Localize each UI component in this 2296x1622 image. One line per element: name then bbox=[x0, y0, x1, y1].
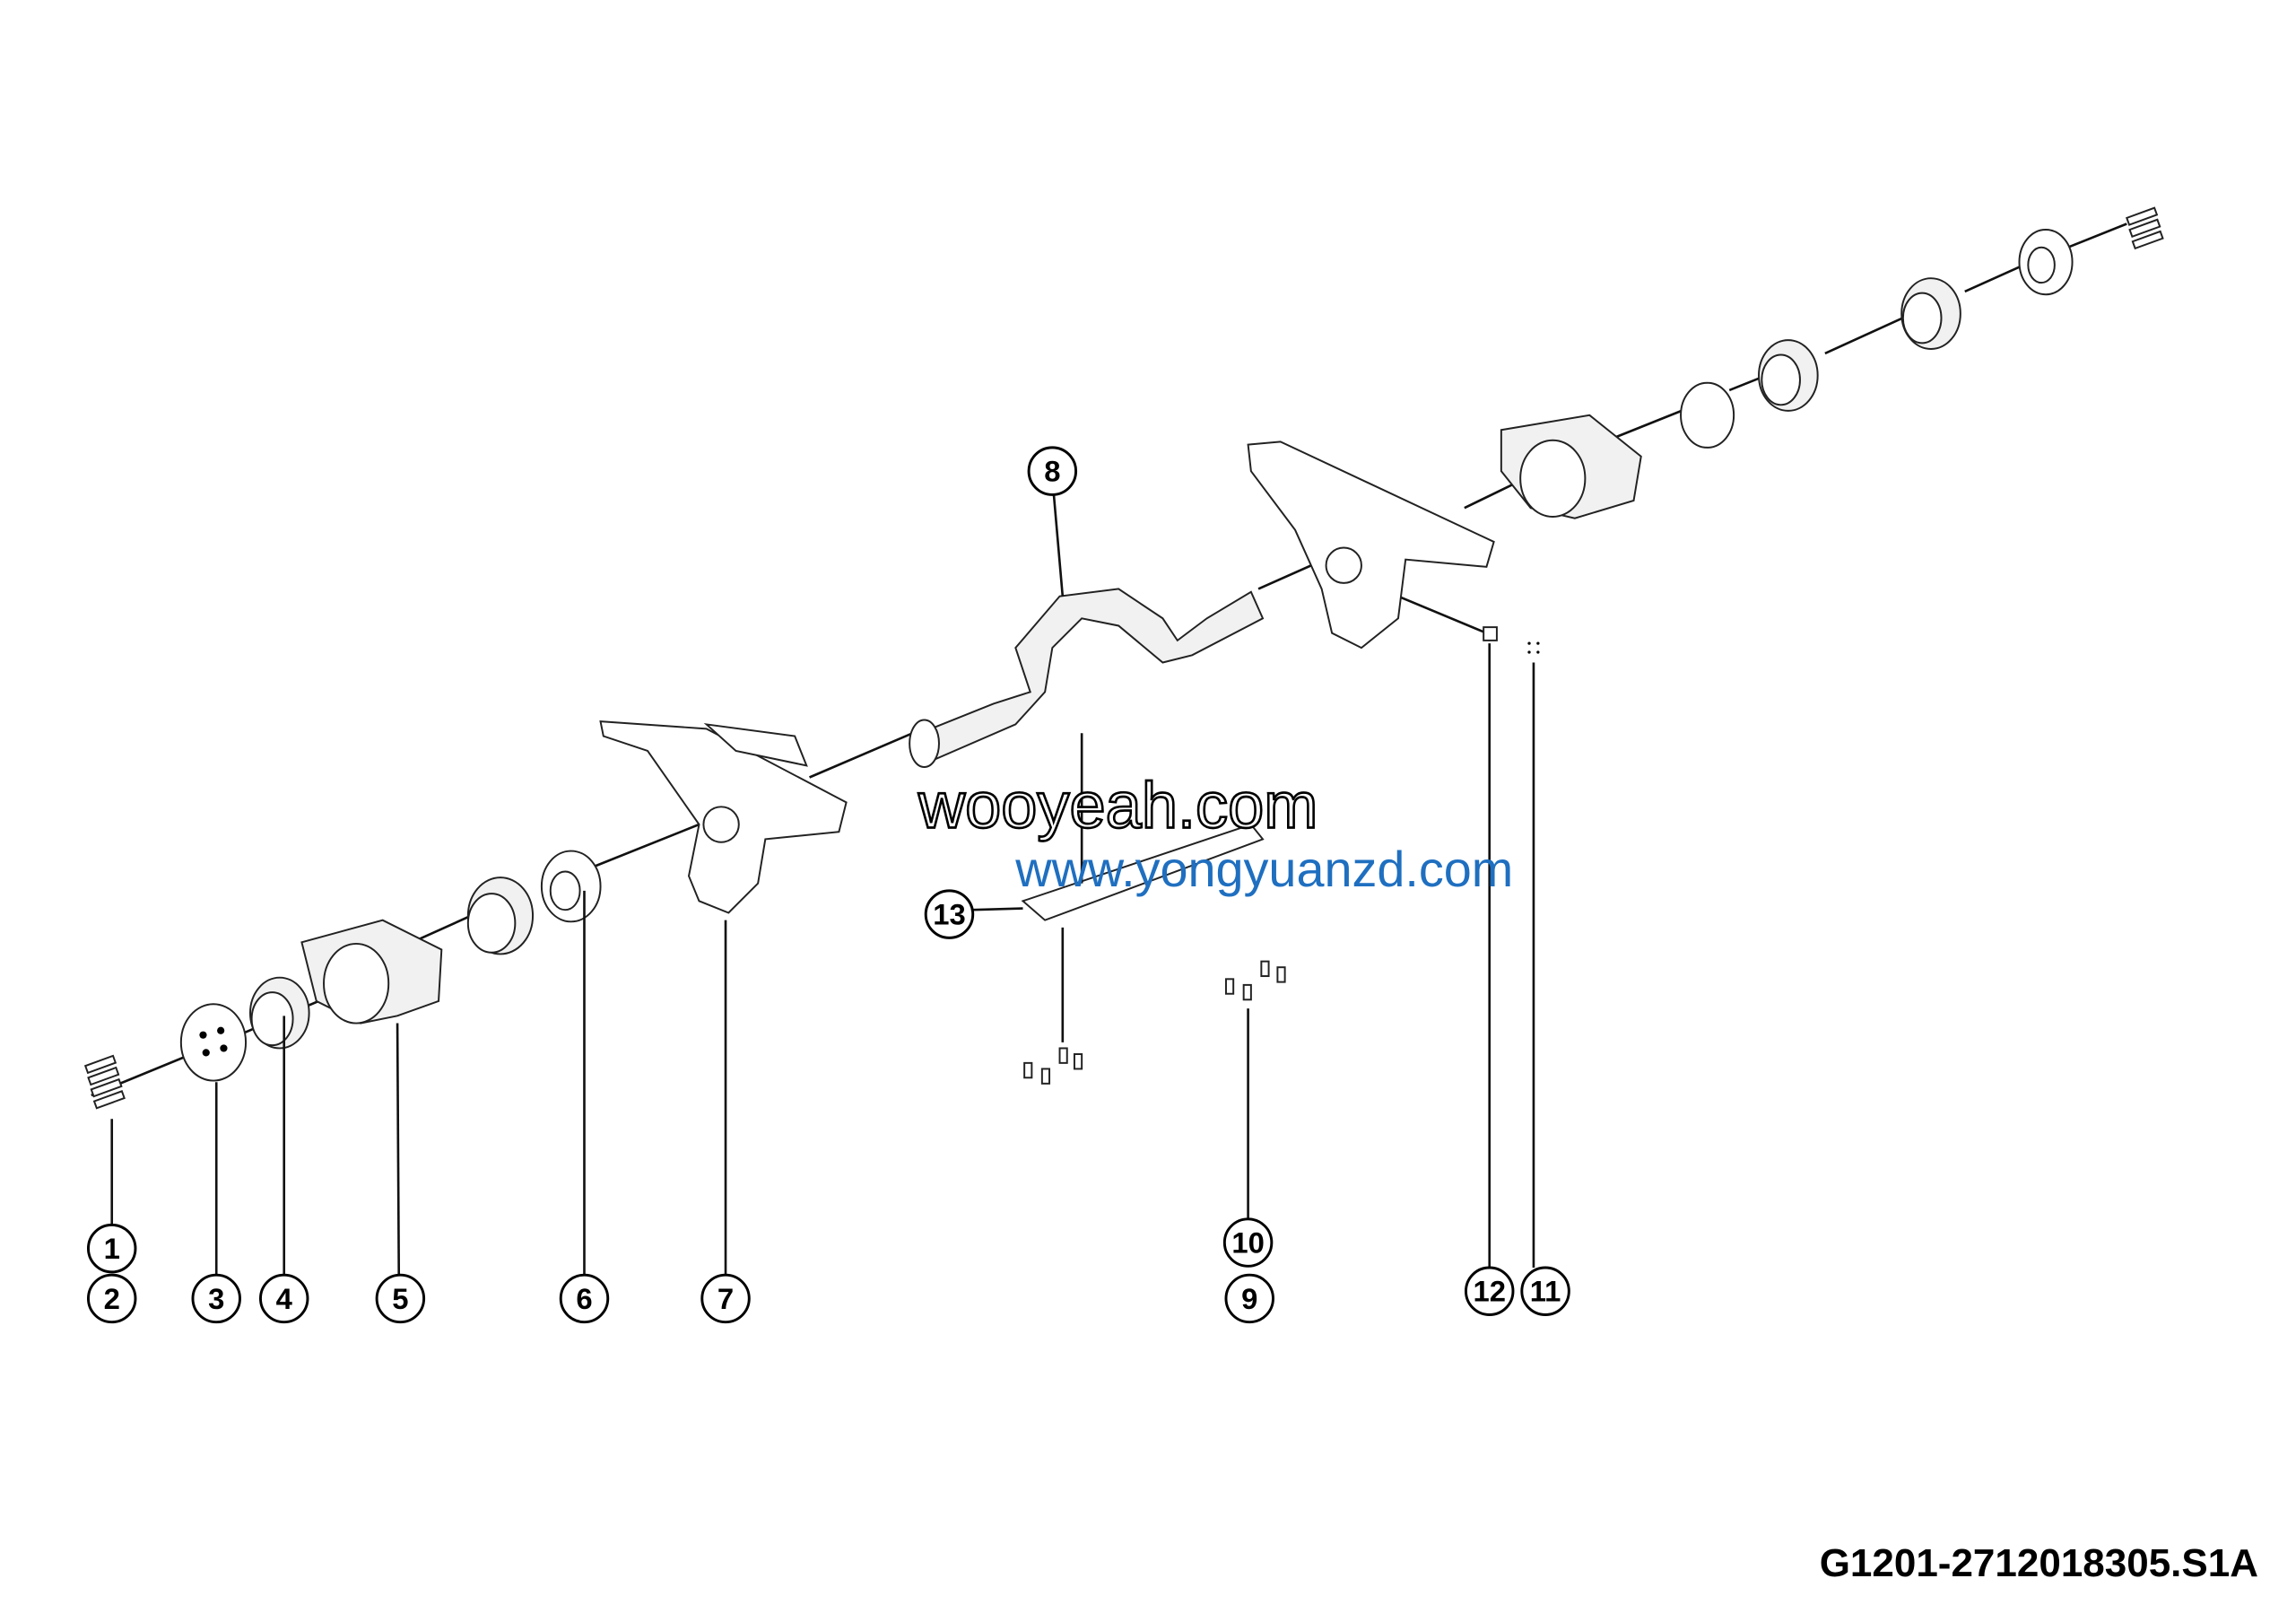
bushing-right bbox=[1758, 339, 1819, 412]
bushing-6a bbox=[466, 876, 535, 955]
callout-3: 3 bbox=[191, 1273, 241, 1324]
callout-12: 12 bbox=[1464, 1266, 1515, 1316]
watermark-outline: wooyeah.com bbox=[918, 770, 1318, 842]
callout-4: 4 bbox=[258, 1273, 309, 1324]
callout-13: 13 bbox=[924, 889, 975, 939]
callout-2: 2 bbox=[86, 1273, 137, 1324]
bushing-right-2 bbox=[1900, 277, 1961, 350]
axle-bracket-7 bbox=[599, 720, 848, 914]
callout-9: 9 bbox=[1224, 1273, 1274, 1324]
leader-lines bbox=[110, 494, 1535, 1276]
svg-text:7: 7 bbox=[718, 1282, 734, 1315]
axle-8 bbox=[909, 588, 1265, 769]
cover-plate-right bbox=[1680, 381, 1735, 449]
svg-text:6: 6 bbox=[576, 1282, 592, 1315]
svg-text:2: 2 bbox=[104, 1282, 120, 1315]
svg-text:4: 4 bbox=[276, 1282, 293, 1315]
bolts-right bbox=[2126, 206, 2164, 250]
diagram-code: G1201-2712018305.S1A bbox=[1819, 1541, 2258, 1585]
watermark-blue: www.yongyuanzd.com bbox=[1014, 841, 1513, 897]
svg-text:5: 5 bbox=[392, 1282, 408, 1315]
callout-11: 11 bbox=[1520, 1266, 1570, 1316]
callout-10: 10 bbox=[1222, 1217, 1274, 1268]
callout-5: 5 bbox=[375, 1273, 426, 1324]
callout-6: 6 bbox=[559, 1273, 610, 1324]
svg-text:9: 9 bbox=[1241, 1282, 1257, 1315]
callout-8: 8 bbox=[1027, 446, 1078, 496]
callout-7: 7 bbox=[700, 1273, 751, 1324]
washer-right bbox=[2018, 229, 2074, 296]
callout-1: 1 bbox=[86, 1223, 137, 1274]
screws-9-10 bbox=[1224, 960, 1286, 1001]
svg-text:3: 3 bbox=[208, 1282, 224, 1315]
bolts-left bbox=[83, 1054, 126, 1110]
svg-text:10: 10 bbox=[1231, 1226, 1265, 1260]
cover-plate-3 bbox=[179, 1003, 248, 1082]
svg-text:12: 12 bbox=[1473, 1275, 1506, 1308]
axle-bracket-right bbox=[1247, 440, 1495, 650]
small-parts-11-12 bbox=[1483, 626, 1540, 654]
svg-text:1: 1 bbox=[104, 1232, 120, 1265]
screws-13 bbox=[1023, 1047, 1083, 1085]
svg-text:13: 13 bbox=[933, 898, 966, 931]
washer-6 bbox=[540, 850, 602, 923]
bushing-4 bbox=[248, 976, 310, 1050]
plate-13 bbox=[1021, 733, 1265, 921]
bearing-housing-right bbox=[1500, 414, 1642, 519]
svg-text:8: 8 bbox=[1044, 455, 1060, 488]
bearing-housing-5 bbox=[300, 919, 443, 1025]
svg-text:11: 11 bbox=[1530, 1275, 1561, 1308]
